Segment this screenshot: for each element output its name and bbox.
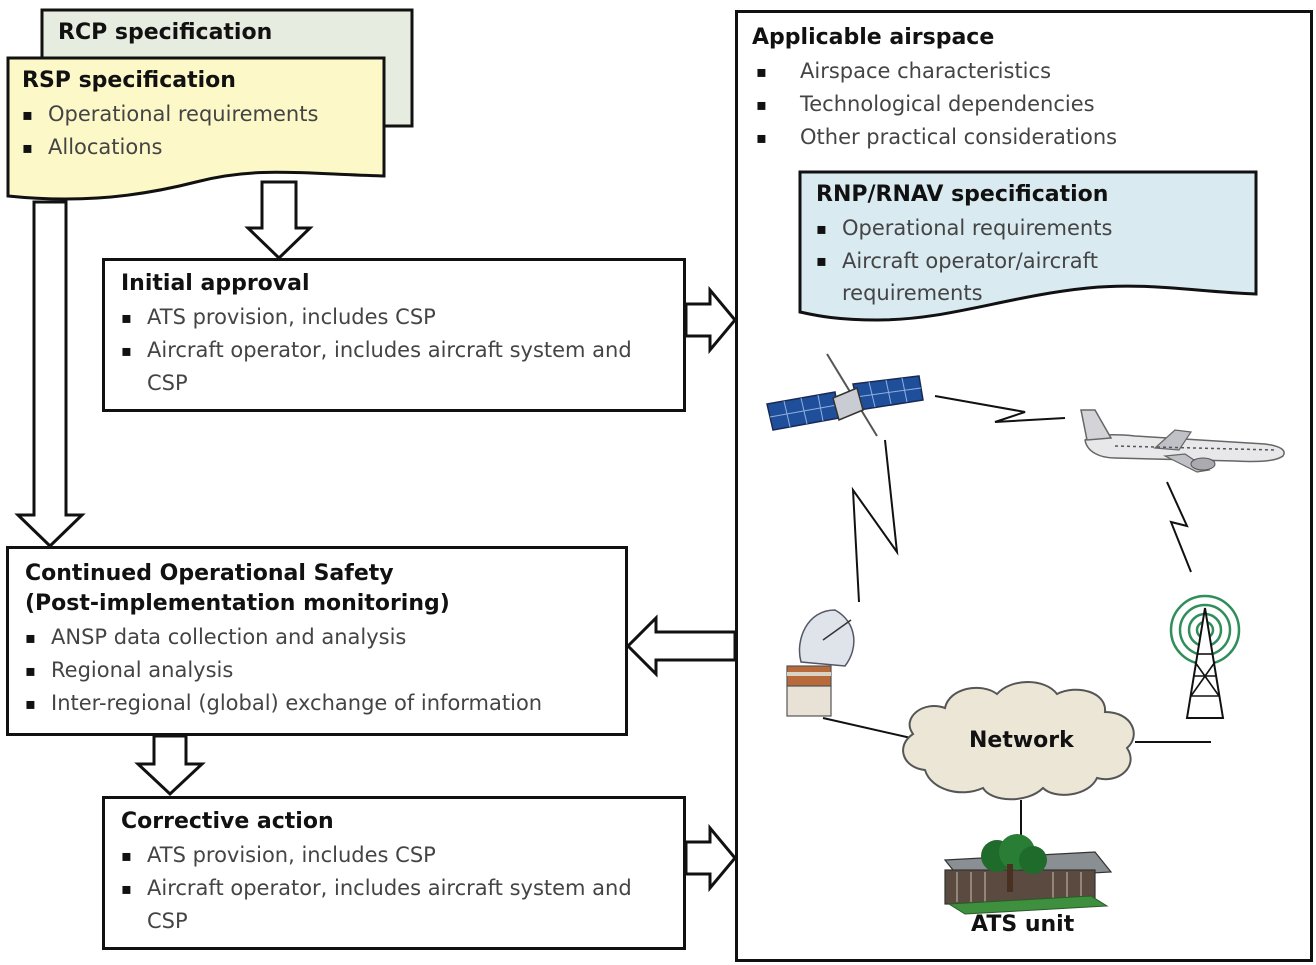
ats-building-icon: [943, 834, 1113, 915]
corrective-action-title: Corrective action: [121, 809, 334, 834]
arrow-cos-to-corrective: [134, 734, 206, 797]
airspace-list: Airspace characteristics Technological d…: [756, 55, 1296, 154]
rsp-item-operational-requirements: Operational requirements: [22, 98, 376, 131]
continued-operational-safety-box: Continued Operational Safety (Post-imple…: [6, 546, 628, 736]
airspace-item-practical: Other practical considerations: [756, 121, 1296, 154]
rsp-specification-doc: RSP specification Operational requiremen…: [6, 56, 386, 206]
network-cloud-icon: [902, 681, 1135, 801]
corrective-action-list: ATS provision, includes CSP Aircraft ope…: [121, 839, 667, 938]
communication-illustration: [735, 340, 1313, 960]
ats-unit-label: ATS unit: [971, 912, 1075, 937]
arrow-initial-to-airspace: [684, 285, 737, 355]
rnp-title: RNP/RNAV specification: [816, 182, 1109, 207]
initial-item-aircraft-operator: Aircraft operator, includes aircraft sys…: [121, 334, 667, 400]
initial-approval-box: Initial approval ATS provision, includes…: [102, 258, 686, 412]
network-label: Network: [969, 728, 1074, 753]
airspace-item-technological: Technological dependencies: [756, 88, 1296, 121]
cos-subtitle: (Post-implementation monitoring): [25, 591, 450, 616]
rsp-list: Operational requirements Allocations: [22, 98, 376, 164]
cos-item-inter-regional: Inter-regional (global) exchange of info…: [25, 687, 609, 720]
satellite-dish-icon: [786, 609, 855, 717]
cos-item-regional-analysis: Regional analysis: [25, 654, 609, 687]
initial-approval-title: Initial approval: [121, 271, 310, 296]
arrow-corrective-to-airspace: [684, 823, 737, 893]
illustration-svg: [766, 353, 1285, 915]
radio-tower-icon: [1169, 594, 1241, 719]
initial-approval-list: ATS provision, includes CSP Aircraft ope…: [121, 301, 667, 400]
rnp-rnav-specification-doc: RNP/RNAV specification Operational requi…: [798, 170, 1260, 326]
rnp-list: Operational requirements Aircraft operat…: [816, 212, 1250, 309]
rsp-title: RSP specification: [22, 68, 236, 93]
rcp-title: RCP specification: [58, 20, 273, 45]
airspace-item-characteristics: Airspace characteristics: [756, 55, 1296, 88]
corrective-action-box: Corrective action ATS provision, include…: [102, 796, 686, 950]
satellite-icon: [766, 353, 924, 437]
airspace-title: Applicable airspace: [752, 25, 995, 50]
cos-list: ANSP data collection and analysis Region…: [25, 621, 609, 720]
aircraft-icon: [1080, 409, 1285, 473]
link-satellite-aircraft: [934, 395, 1066, 423]
corrective-item-ats-provision: ATS provision, includes CSP: [121, 839, 667, 872]
arrow-rsp-to-cos: [14, 200, 86, 549]
cos-title: Continued Operational Safety: [25, 561, 394, 586]
link-satellite-dish: [851, 439, 899, 603]
corrective-item-aircraft-operator: Aircraft operator, includes aircraft sys…: [121, 872, 667, 938]
link-dish-network: [822, 717, 912, 739]
rsp-item-allocations: Allocations: [22, 131, 376, 164]
rnp-item-aircraft-operator: Aircraft operator/aircraft requirements: [816, 245, 1142, 309]
applicable-airspace-panel: Applicable airspace Airspace characteris…: [735, 10, 1313, 962]
cos-item-ansp-data: ANSP data collection and analysis: [25, 621, 609, 654]
rnp-item-operational-requirements: Operational requirements: [816, 212, 1250, 245]
arrow-airspace-to-cos: [625, 614, 737, 678]
initial-item-ats-provision: ATS provision, includes CSP: [121, 301, 667, 334]
link-aircraft-tower: [1166, 481, 1192, 573]
